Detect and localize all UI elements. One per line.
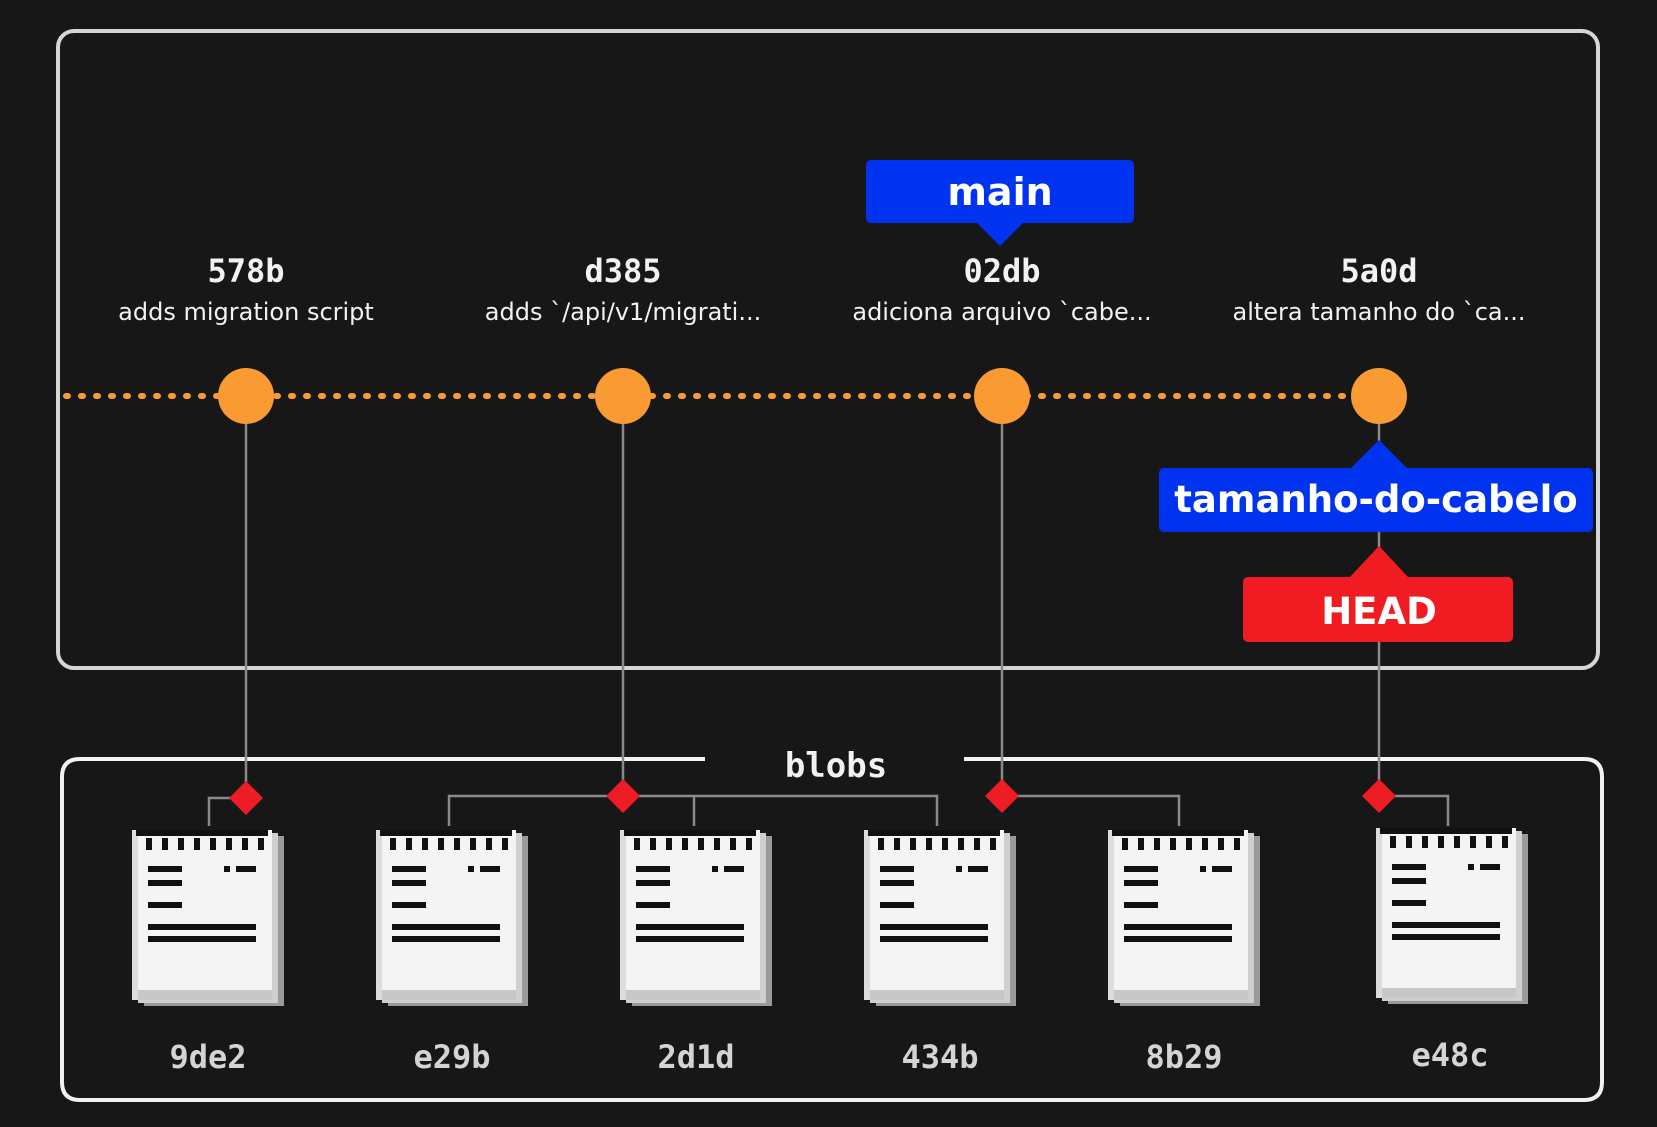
tree-diamond <box>1362 779 1396 813</box>
tree-diamond <box>985 779 1019 813</box>
head-label-text: HEAD <box>1321 590 1437 633</box>
commit-node <box>595 368 651 424</box>
commit-message: adds migration script <box>118 298 374 326</box>
head-label: HEAD <box>1243 546 1513 642</box>
blob-hash: 8b29 <box>1145 1038 1222 1076</box>
commit-message: adiciona arquivo `cabe... <box>852 298 1151 326</box>
blob-labels: 9de2 e29b 2d1d 434b 8b29 e48c <box>169 1036 1488 1076</box>
notepad-icon <box>620 830 772 1006</box>
notepad-icon <box>132 830 284 1006</box>
notepad-icon <box>864 830 1016 1006</box>
blob-hash: e29b <box>413 1038 490 1076</box>
blob-icons <box>132 828 1528 1006</box>
commit-hash: 578b <box>207 252 284 290</box>
commit-hash: 5a0d <box>1340 252 1417 290</box>
commit-labels: 578b adds migration script d385 adds `/a… <box>118 252 1525 326</box>
blobs-title: blobs <box>785 746 887 786</box>
feature-branch-label: tamanho-do-cabelo <box>1159 440 1593 532</box>
blobs-frame <box>60 757 1604 1102</box>
notepad-icon <box>1108 830 1260 1006</box>
commit-message: adds `/api/v1/migrati... <box>485 298 761 326</box>
main-branch-label-text: main <box>947 170 1052 214</box>
notepad-icon <box>376 830 528 1006</box>
blob-connectors <box>207 794 1450 826</box>
commit-hash: 02db <box>963 252 1040 290</box>
commit-hash: d385 <box>584 252 661 290</box>
main-branch-label: main <box>866 160 1134 246</box>
notepad-icon <box>1376 828 1528 1004</box>
blob-hash: 434b <box>901 1038 978 1076</box>
commit-node <box>1351 368 1407 424</box>
commit-nodes <box>218 368 1407 424</box>
tree-diamond <box>229 781 263 815</box>
blob-hash: 9de2 <box>169 1038 246 1076</box>
blob-hash: 2d1d <box>657 1038 734 1076</box>
commit-message: altera tamanho do `ca... <box>1232 298 1525 326</box>
commit-node <box>218 368 274 424</box>
feature-branch-label-text: tamanho-do-cabelo <box>1174 478 1577 521</box>
tree-diamonds <box>229 779 1396 815</box>
history-frame <box>56 29 1600 670</box>
blob-hash: e48c <box>1411 1036 1488 1074</box>
tree-diamond <box>606 779 640 813</box>
commit-connectors <box>244 396 1381 786</box>
commit-node <box>974 368 1030 424</box>
